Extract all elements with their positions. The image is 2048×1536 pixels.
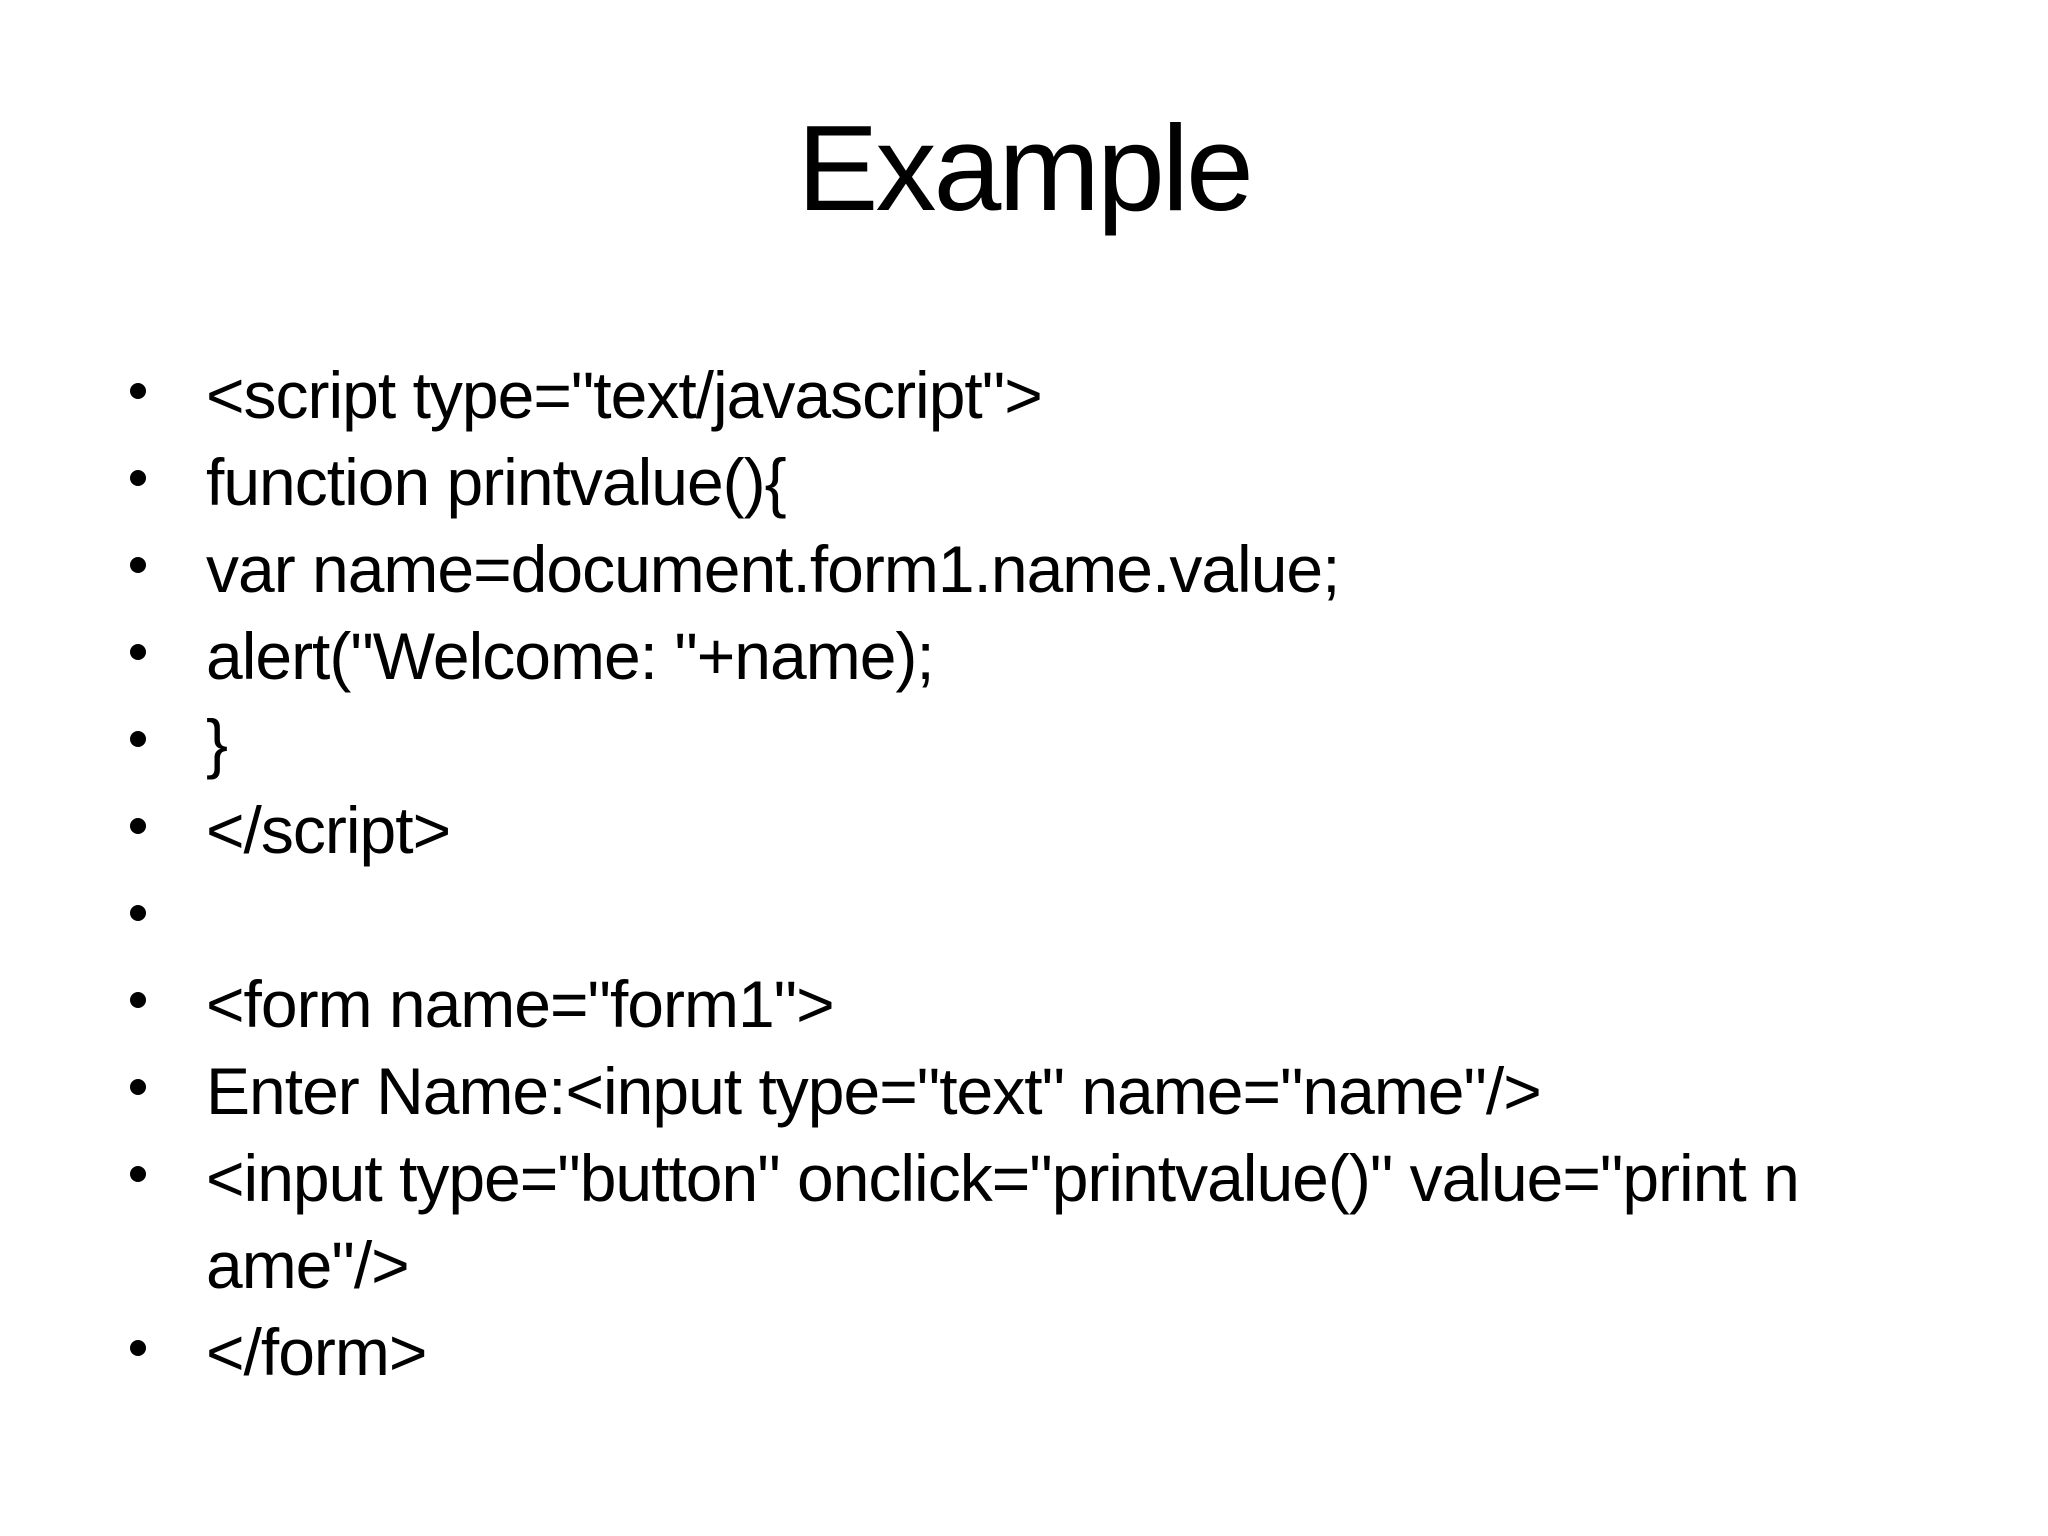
bullet-icon [130, 557, 146, 573]
bullet-icon [130, 1340, 146, 1356]
bullet-text: <form name="form1"> [206, 967, 835, 1041]
bullet-list: <script type="text/javascript"> function … [130, 352, 1998, 1396]
bullet-item: <script type="text/javascript"> [130, 352, 1998, 439]
bullet-item: <form name="form1"> [130, 961, 1998, 1048]
bullet-text: Enter Name:<input type="text" name="name… [206, 1054, 1542, 1128]
bullet-icon [130, 470, 146, 486]
bullet-text: } [206, 706, 228, 780]
bullet-item: var name=document.form1.name.value; [130, 526, 1998, 613]
bullet-icon [130, 644, 146, 660]
bullet-text: </script> [206, 793, 451, 867]
bullet-icon [130, 383, 146, 399]
bullet-icon [130, 992, 146, 1008]
bullet-icon [130, 818, 146, 834]
bullet-item: function printvalue(){ [130, 439, 1998, 526]
bullet-text: var name=document.form1.name.value; [206, 532, 1340, 606]
bullet-text: </form> [206, 1315, 427, 1389]
bullet-item [130, 874, 1998, 961]
bullet-icon [130, 905, 146, 921]
bullet-item: </form> [130, 1309, 1998, 1396]
bullet-item: <input type="button" onclick="printvalue… [130, 1135, 1998, 1309]
bullet-item: } [130, 700, 1998, 787]
bullet-icon [130, 1079, 146, 1095]
bullet-item: Enter Name:<input type="text" name="name… [130, 1048, 1998, 1135]
bullet-text: <input type="button" onclick="printvalue… [206, 1141, 1800, 1302]
bullet-icon [130, 1166, 146, 1182]
bullet-icon [130, 731, 146, 747]
bullet-text: alert("Welcome: "+name); [206, 619, 935, 693]
slide-title: Example [797, 100, 1254, 236]
bullet-text: <script type="text/javascript"> [206, 358, 1043, 432]
bullet-item: </script> [130, 787, 1998, 874]
bullet-text: function printvalue(){ [206, 445, 787, 519]
bullet-item: alert("Welcome: "+name); [130, 613, 1998, 700]
